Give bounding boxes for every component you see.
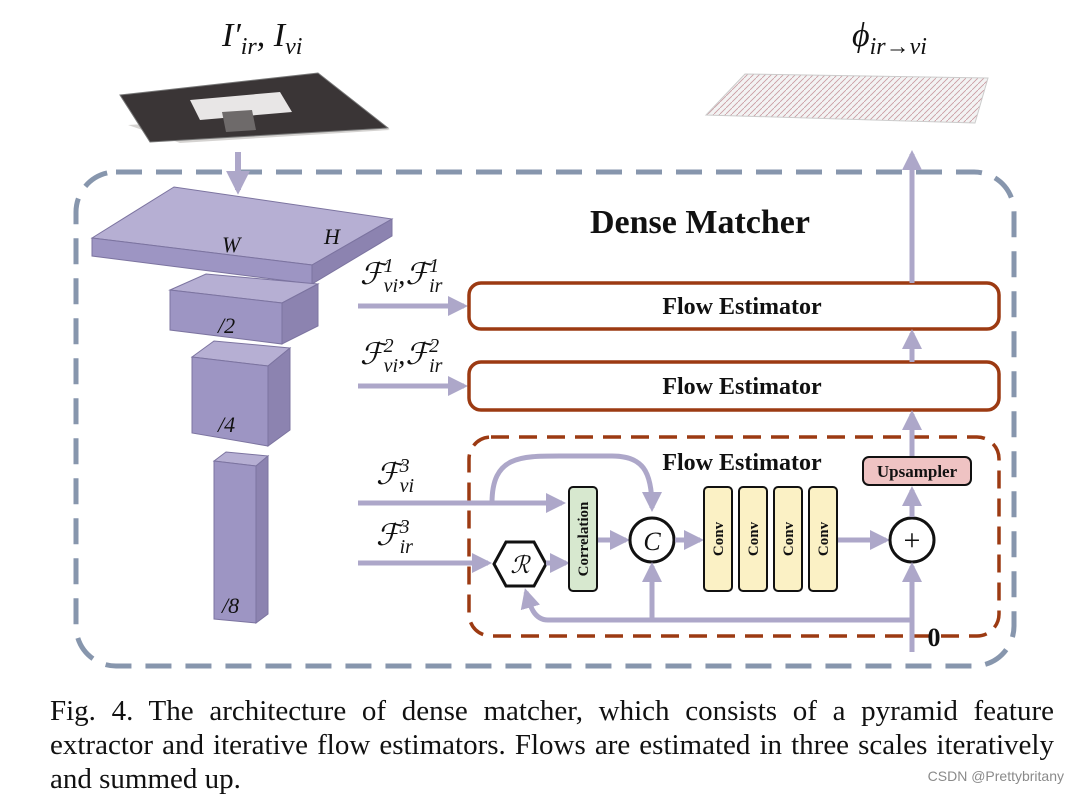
flow-estimator-1: [467, 281, 1001, 331]
flow-estimator-3: [467, 435, 1001, 638]
pyramid-level-4: [212, 451, 270, 624]
dense-matcher-title: Dense Matcher: [590, 204, 810, 241]
pyramid-width-label: W: [222, 232, 242, 257]
flow-feedback-to-warp: [520, 588, 912, 623]
zero-flow-label: 0: [928, 623, 941, 652]
correlation-label: Correlation: [576, 501, 592, 576]
pyramid-level-1: [90, 186, 394, 285]
warp-label: ℛ: [510, 553, 531, 579]
pyramid-height-label: H: [323, 224, 341, 249]
watermark: CSDN @Prettybritany: [927, 768, 1064, 784]
pyramid-scale-label-2: /4: [216, 412, 235, 437]
conv-label-2: Conv: [746, 521, 762, 556]
conv-label-4: Conv: [816, 521, 832, 556]
input-image-stack: [119, 72, 390, 143]
conv-label-3: Conv: [781, 521, 797, 556]
dense-matcher-container: [73, 169, 1017, 669]
output-flow-field: [704, 73, 989, 124]
concat-label: C: [643, 527, 661, 556]
figure-caption: Fig. 4. The architecture of dense matche…: [50, 695, 1054, 795]
pyramid-scale-label-1: /2: [216, 313, 235, 338]
conv-block-3: [773, 486, 803, 592]
sum-label: +: [904, 524, 921, 557]
conv-block-2: [738, 486, 768, 592]
flow-estimator-1-label: Flow Estimator: [662, 294, 822, 320]
conv-block-1: [703, 486, 733, 592]
warp-hexagon: [492, 540, 548, 588]
correlation-box: [568, 486, 598, 592]
upsampler-label: Upsampler: [877, 462, 958, 481]
pyramid-level-2: [168, 273, 320, 345]
pyramid-scale-label-3: /8: [220, 593, 239, 618]
upsampler-box: [862, 456, 972, 486]
output-label: ϕir→vi: [852, 17, 927, 60]
flow-estimator-2: [467, 360, 1001, 412]
flow-estimator-2-label: Flow Estimator: [662, 374, 822, 400]
vi-to-concat-arrow: [489, 453, 662, 512]
flow-estimator-3-label: Flow Estimator: [662, 450, 822, 476]
input-label: I′ir, Ivi: [221, 17, 302, 60]
conv-block-4: [808, 486, 838, 592]
conv-label-1: Conv: [711, 521, 727, 556]
pyramid-level-3: [190, 340, 292, 447]
